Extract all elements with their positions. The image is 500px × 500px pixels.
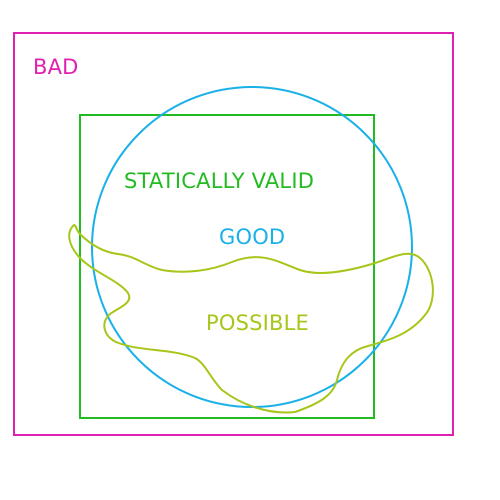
possible-label: POSSIBLE: [206, 311, 310, 335]
statically-valid-region-outline: [79, 114, 375, 419]
possible-region-outline: [68, 224, 434, 414]
bad-region-outline: [13, 32, 454, 436]
bad-label: BAD: [33, 55, 79, 79]
statically-valid-label: STATICALLY VALID: [124, 169, 315, 193]
good-label: GOOD: [219, 225, 286, 249]
